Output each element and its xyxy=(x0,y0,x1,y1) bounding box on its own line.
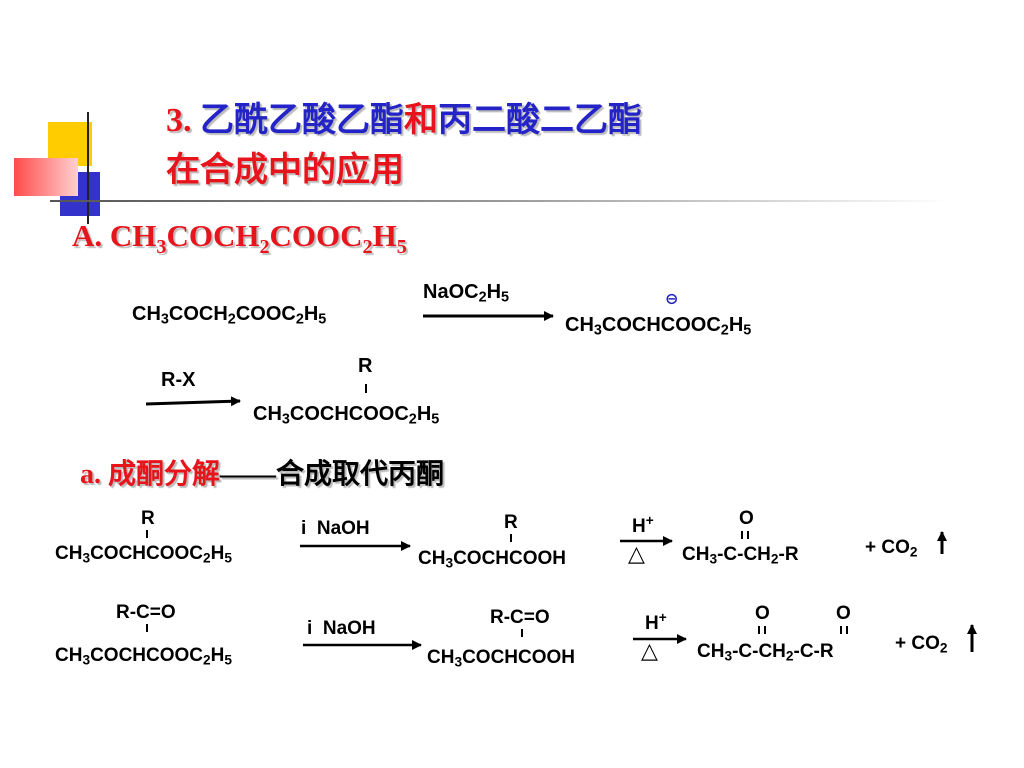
carbanion-charge-icon: ⊖ xyxy=(665,291,679,308)
section-a-heading: A. CH3COCH2COOC2H5 xyxy=(72,218,407,259)
row2-carbonyl-o-2: O xyxy=(836,603,851,624)
section-a-label: A. xyxy=(72,218,103,253)
row1-substituent-2: R xyxy=(504,512,518,533)
title-part-2: 和 xyxy=(404,102,438,139)
title-part-1: 乙酰乙酸乙酯 xyxy=(200,102,404,139)
title-part-3: 丙二酸二乙酯 xyxy=(438,102,642,139)
double-bond xyxy=(758,626,760,634)
section-a-formula: CH3COCH2COOC2H5 xyxy=(109,218,407,259)
subsection-a-heading: a. 成酮分解——合成取代丙酮 xyxy=(80,452,444,492)
slide-title: 3. 乙酰乙酸乙酯和丙二酸二乙酯 xyxy=(166,92,642,141)
bond-tick xyxy=(510,534,512,542)
row2-start: CH3COCHCOOC2H5 xyxy=(55,645,232,668)
reaction2-product: CH3COCHCOOC2H5 xyxy=(253,403,440,428)
reaction1-product: CH3COCHCOOC2H5 xyxy=(565,314,752,339)
row1-start: CH3COCHCOOC2H5 xyxy=(55,543,232,566)
reaction2-substituent: R xyxy=(358,355,373,377)
row2-co2: + CO2 xyxy=(895,633,948,656)
row2-acid-reagent: H+ xyxy=(645,610,667,634)
deco-vertical-line xyxy=(87,112,89,224)
row1-intermediate: CH3COCHCOOH xyxy=(418,548,567,571)
row1-acid-reagent: H+ xyxy=(632,513,654,537)
double-bond xyxy=(741,531,743,539)
bond-tick xyxy=(365,384,367,393)
heat-icon: △ xyxy=(628,541,645,566)
bond-tick xyxy=(521,629,523,637)
reaction2-arrow xyxy=(145,396,241,407)
subsection-a-name: 成酮分解 xyxy=(108,459,221,490)
row1-substituent: R xyxy=(141,508,155,529)
subsection-a-dash: —— xyxy=(220,459,277,490)
subsection-a-label: a. xyxy=(80,459,101,490)
deco-red-gradient xyxy=(14,158,78,196)
row1-carbonyl-o: O xyxy=(739,508,754,529)
subsection-a-desc: 合成取代丙酮 xyxy=(276,459,445,490)
row1-co2: + CO2 xyxy=(865,537,918,560)
row2-reagent-step1: i NaOH xyxy=(307,618,376,639)
reaction1-reagent: NaOC2H5 xyxy=(423,281,510,306)
row1-product: CH3-C-CH2-R xyxy=(682,544,799,567)
row2-product: CH3-C-CH2-C-R xyxy=(697,641,834,664)
slide-subtitle: 在合成中的应用 xyxy=(166,152,404,189)
reaction1-reactant: CH3COCH2COOC2H5 xyxy=(132,303,327,328)
row2-substituent: R-C=O xyxy=(116,602,176,623)
row2-substituent-2: R-C=O xyxy=(490,607,550,628)
reaction2-reagent: R-X xyxy=(161,369,196,391)
row2-intermediate: CH3COCHCOOH xyxy=(427,647,576,670)
heat-icon: △ xyxy=(641,638,658,663)
row1-reagent-step1: i NaOH xyxy=(301,518,370,539)
bond-tick xyxy=(146,624,148,632)
row2-carbonyl-o-1: O xyxy=(755,603,770,624)
bond-tick xyxy=(146,530,148,538)
double-bond xyxy=(840,626,842,634)
deco-horizontal-line xyxy=(50,200,950,202)
title-number: 3. xyxy=(166,102,192,139)
